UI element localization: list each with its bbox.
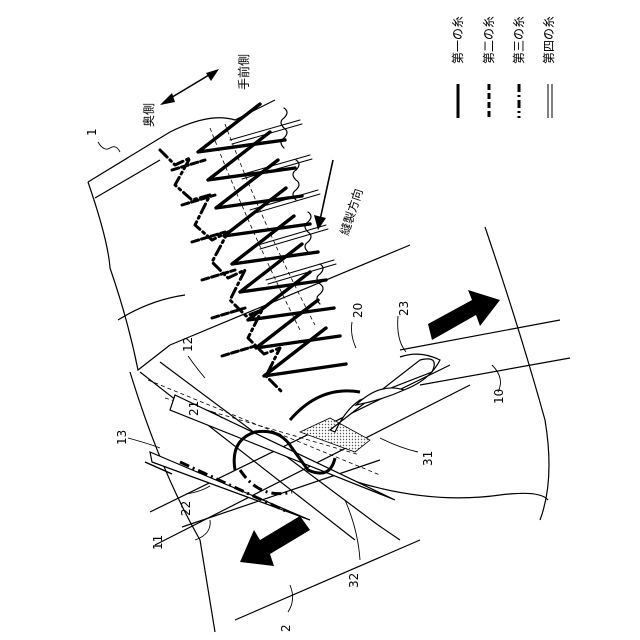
label-31: 31 <box>421 451 435 466</box>
legend-label-second: 第二の糸 <box>482 16 496 64</box>
sewing-direction-label: 縫製方向 <box>337 187 366 237</box>
label-32: 32 <box>347 573 361 588</box>
label-21: 21 <box>187 401 201 416</box>
legend-label-first: 第一の糸 <box>451 16 465 64</box>
looper-tip-23 <box>356 388 404 405</box>
legend-label-third: 第三の糸 <box>512 16 526 64</box>
label-23: 23 <box>397 301 411 316</box>
arrow-pull-left <box>240 516 310 566</box>
legend-label-fourth: 第四の糸 <box>542 16 556 64</box>
label-13: 13 <box>115 430 129 445</box>
label-1: 1 <box>85 128 99 136</box>
label-12: 12 <box>181 337 195 352</box>
label-10: 10 <box>492 389 506 404</box>
arrow-pull-right <box>428 290 500 340</box>
label-20: 20 <box>351 303 365 318</box>
label-22: 22 <box>179 501 193 516</box>
label-2: 2 <box>279 624 293 632</box>
label-11: 11 <box>151 535 165 550</box>
needle-assembly <box>145 354 440 520</box>
front-side-label: 手前側 <box>236 54 251 90</box>
front-back-arrow <box>160 69 219 105</box>
legend-line-fourth <box>548 84 552 118</box>
guide-lines <box>148 124 380 475</box>
back-side-label: 奥側 <box>142 103 156 127</box>
legend: 第一の糸 第二の糸 第三の糸 第四の糸 <box>451 16 556 118</box>
